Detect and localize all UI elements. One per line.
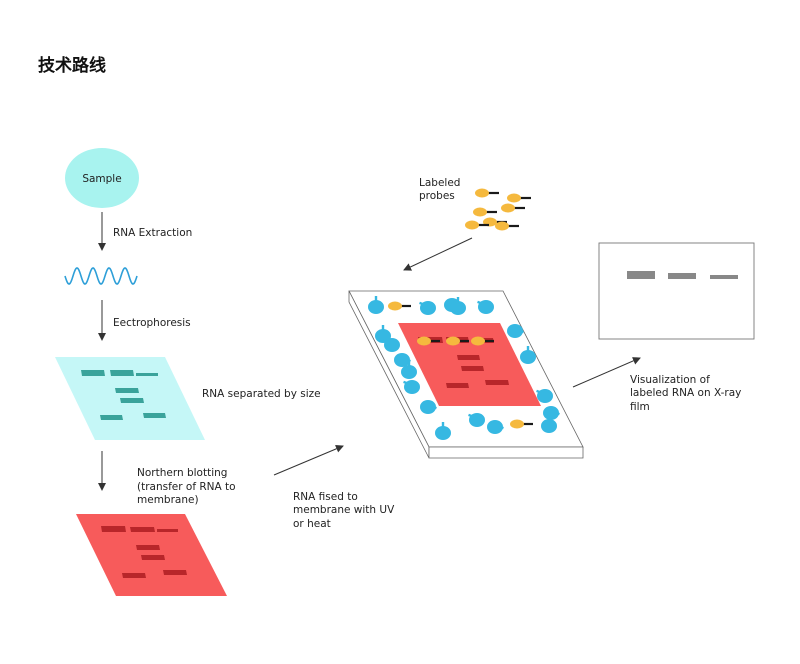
bound-probe-icon: [435, 422, 451, 440]
bound-probe-icon: [375, 325, 391, 343]
arrow-visualization: [572, 357, 641, 388]
electrophoresis-label: Eectrophoresis: [113, 317, 191, 329]
bound-probe-icon: [487, 420, 504, 434]
bound-probe-icon: [403, 380, 420, 394]
arrow-probes: [403, 237, 473, 271]
bound-probe-icon: [520, 346, 536, 364]
membrane-bands: [101, 526, 187, 578]
bound-probe-icon: [543, 406, 560, 420]
sample-label: Sample: [82, 173, 121, 185]
rna-wave-icon: [64, 267, 138, 285]
blotting-label: Northern blotting (transfer of RNA to me…: [137, 467, 239, 506]
bound-probe-icon: [394, 353, 411, 367]
xray-film: [598, 242, 755, 340]
bound-probe-icon: [541, 415, 557, 433]
film-bands: [627, 271, 738, 279]
bound-probes: [368, 296, 560, 440]
bound-probe-icon: [477, 300, 494, 314]
bound-probe-icon: [420, 400, 437, 414]
separated-label: RNA separated by size: [202, 388, 321, 400]
labeled-probe-icon: [495, 221, 519, 231]
labeled-probe-icon: [501, 203, 525, 213]
hybridized-membrane: [398, 323, 541, 406]
bound-probe-icon: [468, 413, 485, 427]
bound-probe-icon: [536, 389, 553, 403]
sample-ellipse: [65, 148, 139, 208]
bound-probe-icon: [383, 338, 400, 352]
gel-bands: [81, 370, 166, 420]
bound-probe-icon: [450, 297, 466, 315]
labeled-probe-icon: [471, 336, 494, 346]
labeled-probe-icon: [388, 301, 411, 311]
extraction-label: RNA Extraction: [113, 227, 192, 239]
bound-probe-icon: [419, 301, 436, 315]
labeled-probe-icon: [417, 336, 440, 346]
free-probes: [465, 188, 531, 231]
fixed-label: RNA fised to membrane with UV or heat: [293, 491, 398, 530]
probes-label: Labeled probes: [419, 177, 464, 202]
arrow-fixation: [273, 445, 344, 476]
page-title: 技术路线: [38, 55, 106, 76]
labeled-probe-icon: [475, 188, 499, 198]
labeled-probe-icon: [446, 336, 469, 346]
bound-probe-icon: [401, 361, 417, 379]
labeled-probe-icon: [473, 207, 497, 217]
labeled-probe-icon: [510, 419, 533, 429]
labeled-probe-icon: [465, 220, 489, 230]
visualization-label: Visualization of labeled RNA on X-ray fi…: [630, 374, 745, 413]
labeled-probe-icon: [507, 193, 531, 203]
bound-probe-icon: [368, 296, 384, 314]
bound-probe-icon: [507, 324, 524, 338]
